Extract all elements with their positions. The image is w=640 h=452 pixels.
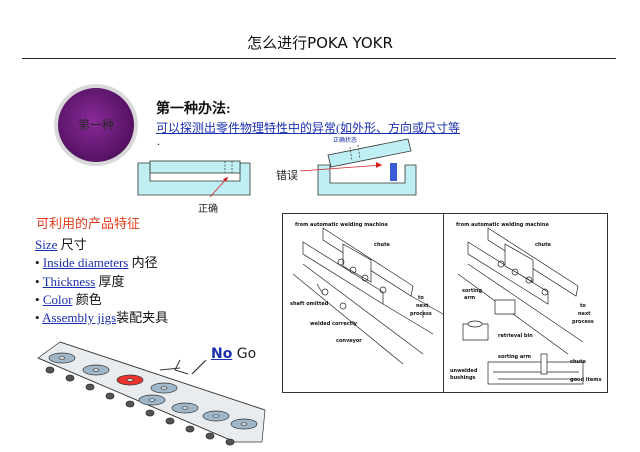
method-description[interactable]: 可以探测出零件物理特性中的异常(如外形、方向或尺寸等	[156, 121, 460, 135]
right-to-label: to	[580, 303, 586, 309]
conveyor-label: conveyor	[336, 338, 362, 344]
left-to-label: to	[418, 295, 424, 301]
left-chute-label: chute	[374, 242, 390, 248]
welded-correctly-label: welded correctly	[310, 321, 358, 327]
panel-divider	[443, 213, 444, 393]
feature-link[interactable]: Color	[42, 292, 73, 307]
correct-fixture	[137, 160, 251, 198]
retrieval-bin-label: retrieval bin	[498, 333, 533, 339]
arm-label: arm	[464, 295, 476, 301]
right-chute-label: chute	[535, 242, 551, 248]
page-title: 怎么进行POKA YOKR	[247, 34, 393, 52]
right-process-label: process	[572, 319, 594, 325]
feature-thickness: • Thickness 厚度	[35, 274, 125, 289]
sorting-arm-label: sorting arm	[498, 354, 531, 360]
feature-link[interactable]: Size	[35, 237, 58, 252]
title-divider	[22, 58, 616, 59]
good-items-label: good items	[570, 377, 602, 383]
part-orientation-diagram	[137, 138, 417, 198]
right-next-label: next	[578, 311, 591, 317]
features-heading: 可利用的产品特征	[36, 216, 141, 231]
wrong-label: 错误	[276, 170, 298, 182]
correct-label: 正确	[198, 204, 218, 215]
sorting-label: sorting	[462, 288, 483, 294]
no-go-label: No Go	[211, 346, 257, 362]
conveyor-illustration	[37, 341, 266, 446]
unwelded-label: unwelded	[450, 368, 478, 374]
method-circle	[54, 84, 138, 166]
welding-line-drawings	[292, 227, 584, 385]
method-bullet: .	[157, 134, 160, 148]
method-heading: 第一种办法:	[156, 102, 231, 117]
feature-size: Size 尺寸	[35, 237, 87, 252]
bushings-label: bushings	[450, 375, 476, 381]
feature-inside-diameters: • Inside diameters 内径	[35, 255, 158, 270]
left-next-label: next	[416, 303, 429, 309]
right-header-label: from automatic welding machine	[456, 222, 549, 228]
feature-link[interactable]: Assembly jigs	[42, 310, 117, 325]
method-circle-label: 第一种	[77, 118, 114, 132]
feature-link[interactable]: Inside diameters	[42, 255, 129, 270]
left-process-label: process	[410, 311, 432, 317]
feature-color: • Color 颜色	[35, 292, 102, 307]
left-header-label: from automatic welding machine	[295, 222, 388, 228]
shaft-omitted-label: shaft omitted	[290, 301, 329, 307]
feature-link[interactable]: Thickness	[42, 274, 96, 289]
right-chute2-label: chute	[570, 359, 586, 365]
correct-state-label: 正确状态	[333, 138, 358, 144]
wrong-fixture	[299, 138, 417, 196]
feature-assembly-jigs: • Assembly jigs装配夹具	[35, 310, 169, 325]
